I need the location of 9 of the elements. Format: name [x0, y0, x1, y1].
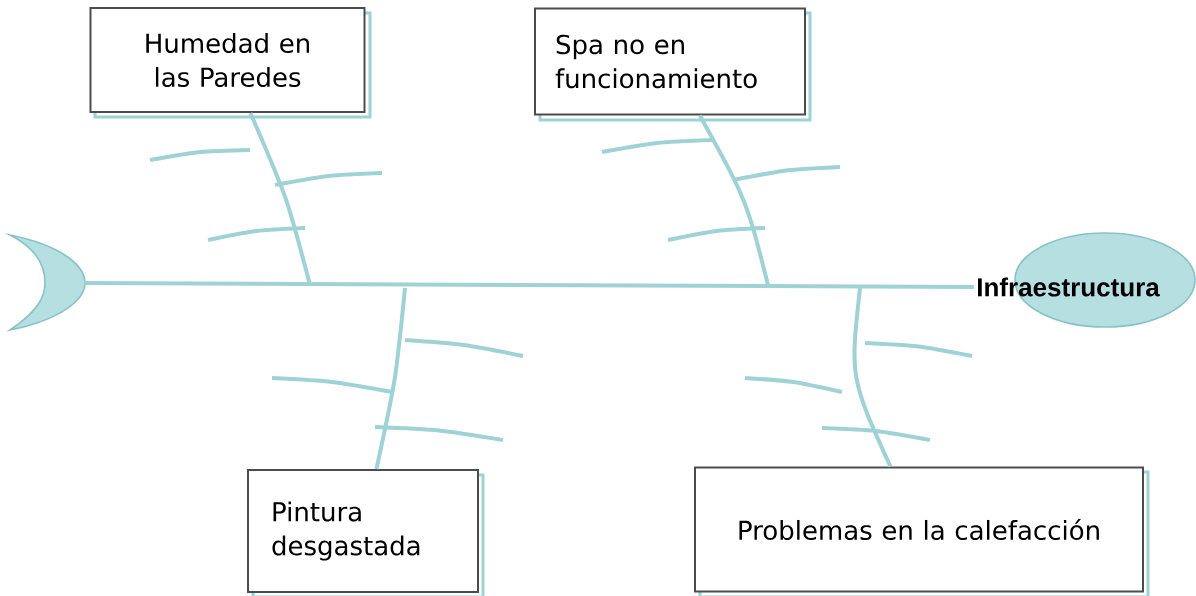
cause-box: Humedad en las Paredes [89, 7, 372, 119]
cause-box: Pintura desgastada [247, 469, 485, 596]
bone-line [698, 114, 770, 286]
cause-box: Problemas en la calefacción [694, 466, 1150, 596]
fish-head: Infraestructura [978, 232, 1196, 328]
cause-box: Spa no en funcionamiento [534, 7, 812, 122]
bone-line [852, 287, 893, 468]
bone-line [374, 287, 407, 470]
spine-line [84, 281, 974, 289]
